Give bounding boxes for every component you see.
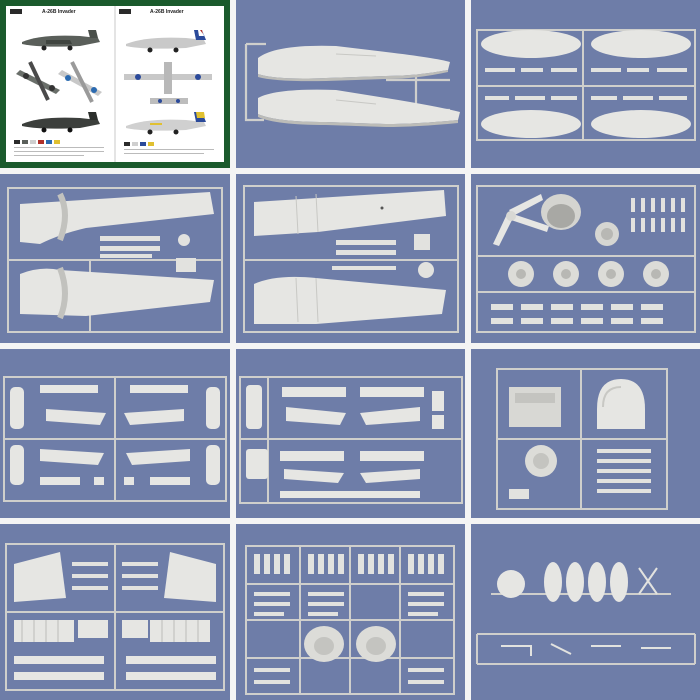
wing-lower-right [20, 268, 214, 316]
nacelle-half-2 [591, 30, 691, 58]
logo-badge-left [10, 9, 22, 14]
aircraft-plan-view-left-2 [58, 61, 102, 103]
small-parts-rows [485, 68, 687, 100]
small-parts [100, 234, 196, 272]
photo-wing-upper-sprue [236, 174, 465, 343]
small-parts [332, 234, 434, 278]
photo-engines-sprue [471, 174, 700, 343]
wire-parts [501, 567, 671, 656]
nose-cockpit-sprue-image [471, 349, 700, 518]
left-page-title: A-26B Invader [42, 9, 76, 15]
sprue-frame [245, 545, 455, 695]
sprue-frame [476, 185, 696, 333]
right-page-title: A-26B Invader [150, 9, 184, 15]
sprue-frame [243, 185, 459, 333]
engines-sprue-image [471, 174, 700, 343]
nacelle-half-3 [481, 110, 581, 138]
wing-upper-right [254, 276, 446, 324]
photo-drop-tanks-sprue [471, 524, 700, 700]
photo-nacelles-sprue [471, 0, 700, 168]
photo-tail-sprue [0, 349, 230, 518]
photo-flaps-sprue [0, 524, 230, 700]
tiny-parts [254, 554, 444, 684]
sprue-frame [496, 368, 668, 510]
sprue-frame [476, 593, 696, 665]
aircraft-profile-left-2 [22, 112, 100, 133]
photo-wing-lower-sprue [0, 174, 230, 343]
turret-dome [497, 570, 525, 598]
sprue-frame [5, 543, 225, 691]
small-parts-grid [631, 198, 685, 232]
instruction-sheet-image: A-26B Invader [0, 0, 230, 168]
exhaust-parts [491, 304, 663, 324]
aircraft-profile-right-2 [126, 112, 206, 135]
aircraft-profile-right-1 [126, 30, 206, 53]
propeller [493, 194, 549, 246]
wing-lower-left [20, 192, 214, 244]
small-parts [72, 562, 158, 590]
photo-control-surfaces-sprue [236, 349, 465, 518]
control-surfaces-sprue-image [236, 349, 465, 518]
fuselage-half-top [258, 45, 450, 82]
aircraft-plan-view-left-1 [16, 61, 60, 101]
flap-ribs [21, 620, 199, 642]
photo-small-parts-sprue [236, 524, 465, 700]
wing-upper-left [254, 190, 446, 236]
sprue-frame [239, 376, 463, 504]
color-swatch-row-left [14, 140, 104, 156]
nacelle-half-1 [481, 30, 581, 58]
photo-fuselage-sprue [236, 0, 465, 168]
sprue-frame [476, 29, 696, 141]
photo-instruction-sheet: A-26B Invader [0, 0, 230, 168]
small-parts-sprue-image [236, 524, 465, 700]
drop-tanks [544, 562, 628, 602]
color-swatch-row-right [124, 142, 214, 154]
tail-parts [10, 385, 220, 485]
flaps-sprue-image [0, 524, 230, 700]
tail-sprue-image [0, 349, 230, 518]
fuselage-sprue-image [236, 0, 465, 168]
small-parts [509, 449, 651, 499]
nacelles-sprue-image [471, 0, 700, 168]
logo-badge-right [119, 9, 131, 14]
aircraft-profile-left-1 [22, 30, 100, 51]
wing-lower-sprue-image [0, 174, 230, 343]
wing-upper-sprue-image [236, 174, 465, 343]
drop-tanks-sprue-image [471, 524, 700, 700]
aircraft-plan-view-right [124, 62, 212, 104]
control-surface-parts [246, 385, 444, 498]
sprue-frame [3, 376, 227, 502]
photo-nose-cockpit-sprue [471, 349, 700, 518]
flap-parts [14, 552, 216, 680]
fuselage-half-bottom [258, 89, 460, 127]
nacelle-half-4 [591, 110, 691, 138]
